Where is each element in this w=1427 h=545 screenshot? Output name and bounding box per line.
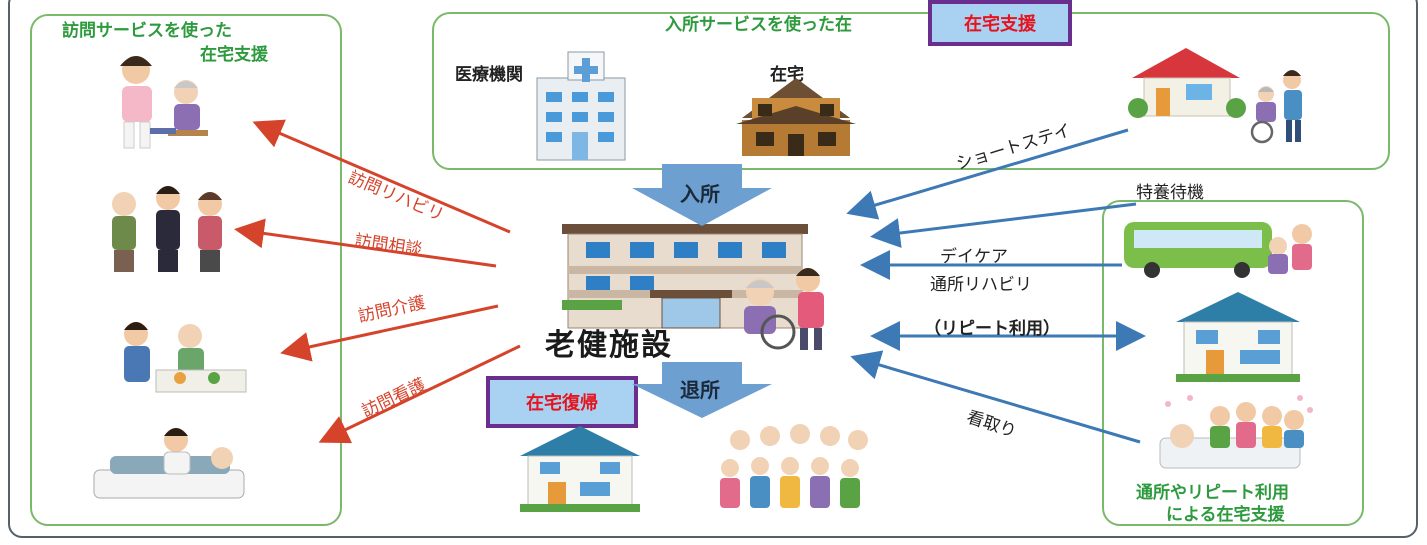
arrow-home-nursing	[318, 344, 521, 444]
discharge-arrow	[632, 362, 772, 418]
arrow-mitori	[850, 350, 1141, 444]
wooden-house-icon	[736, 78, 856, 156]
home-rehab-illustration	[120, 56, 208, 149]
outpatient-rehab-label: 通所リハビリ	[930, 275, 1032, 295]
hospital-icon	[536, 51, 626, 161]
arrow-home-consultation	[234, 218, 497, 268]
return-home-house-icon	[520, 426, 640, 512]
discharge-label: 退所	[680, 378, 720, 402]
arrow-home-care	[280, 304, 499, 362]
left-panel-title-line2: 在宅支援	[200, 45, 268, 65]
red-roof-house-icon	[1128, 48, 1246, 118]
wheelchair-user-icon	[744, 268, 824, 350]
repeat-use-label: （リピート利用）	[924, 319, 1060, 339]
bus-icon	[1124, 222, 1312, 278]
facility-label: 老健施設	[545, 328, 673, 363]
blue-roof-house-icon	[1176, 292, 1300, 382]
home-support-badge: 在宅支援	[928, 0, 1072, 46]
arrow-waiting	[870, 202, 1137, 248]
caregiver-icon	[1250, 70, 1302, 144]
admission-label: 入所	[680, 182, 720, 206]
family-group-icon	[720, 424, 868, 508]
home-care-illustration	[124, 322, 247, 393]
home-return-badge: 在宅復帰	[486, 376, 638, 428]
arrow-home-rehab	[252, 119, 511, 234]
left-panel-title-line1: 訪問サービスを使った	[62, 21, 232, 41]
arrow-short-stay	[846, 128, 1129, 220]
hospital-label: 医療機関	[455, 65, 523, 85]
right-panel-title-line1: 通所やリピート利用	[1136, 483, 1289, 503]
top-panel-title: 入所サービスを使った在	[665, 15, 852, 35]
waiting-label: 特養待機	[1136, 183, 1204, 203]
home-nursing-illustration	[93, 428, 245, 499]
right-panel-title-line2: による在宅支援	[1166, 505, 1285, 525]
admission-arrow	[632, 164, 772, 226]
home-consultation-illustration	[112, 186, 222, 272]
daycare-label: デイケア	[940, 247, 1008, 267]
end-of-life-care-illustration	[1159, 395, 1313, 469]
outer-frame	[8, 0, 1418, 538]
